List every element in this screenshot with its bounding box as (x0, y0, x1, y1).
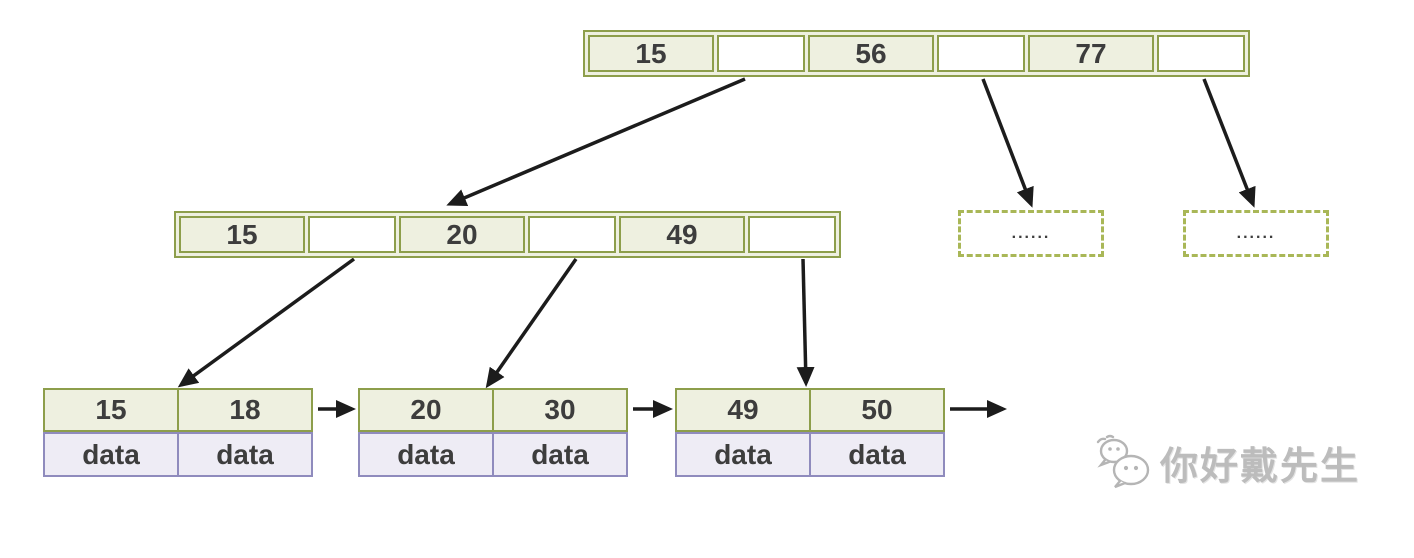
dashed-node: ...... (958, 210, 1104, 257)
edge-root-p1-to-internal (446, 77, 746, 207)
leaf-data-cell: data (177, 432, 313, 477)
leaf-data-cell: data (43, 432, 179, 477)
pointer-cell (717, 35, 805, 72)
edge-internal-p3-to-leaf-3 (796, 258, 815, 387)
leaf-node: 20 30 data data (358, 388, 630, 477)
edge-internal-p2-to-leaf-2 (485, 257, 578, 389)
internal-node: 15 20 49 (174, 211, 841, 258)
watermark: 你好戴先生 (1094, 434, 1360, 490)
wechat-chat-bubbles-icon (1096, 434, 1150, 489)
key-cell: 15 (588, 35, 714, 72)
pointer-cell (937, 35, 1025, 72)
leaf-data-cell: data (358, 432, 494, 477)
pointer-cell (308, 216, 396, 253)
key-cell: 15 (179, 216, 305, 253)
pointer-cell (1157, 35, 1245, 72)
leaf-key-cell: 50 (809, 388, 945, 432)
leaf-data-cell: data (675, 432, 811, 477)
watermark-text: 你好戴先生 (1160, 445, 1361, 488)
pointer-cell (528, 216, 616, 253)
key-cell: 20 (399, 216, 525, 253)
edge-root-p3-to-dashed-2 (1202, 78, 1256, 208)
key-cell: 56 (808, 35, 934, 72)
dashed-node: ...... (1183, 210, 1329, 257)
leaf-data-cell: data (809, 432, 945, 477)
edge-root-p2-to-dashed-1 (981, 78, 1034, 208)
leaf-key-cell: 20 (358, 388, 494, 432)
leaf-key-cell: 18 (177, 388, 313, 432)
leaf-node: 49 50 data data (675, 388, 947, 477)
root-node: 15 56 77 (583, 30, 1250, 77)
pointer-cell (748, 216, 836, 253)
leaf-data-cell: data (492, 432, 628, 477)
leaf-key-cell: 15 (43, 388, 179, 432)
leaf-node: 15 18 data data (43, 388, 315, 477)
leaf-key-cell: 49 (675, 388, 811, 432)
edge-internal-p1-to-leaf-1 (177, 257, 356, 388)
key-cell: 49 (619, 216, 745, 253)
leaf-key-cell: 30 (492, 388, 628, 432)
key-cell: 77 (1028, 35, 1154, 72)
